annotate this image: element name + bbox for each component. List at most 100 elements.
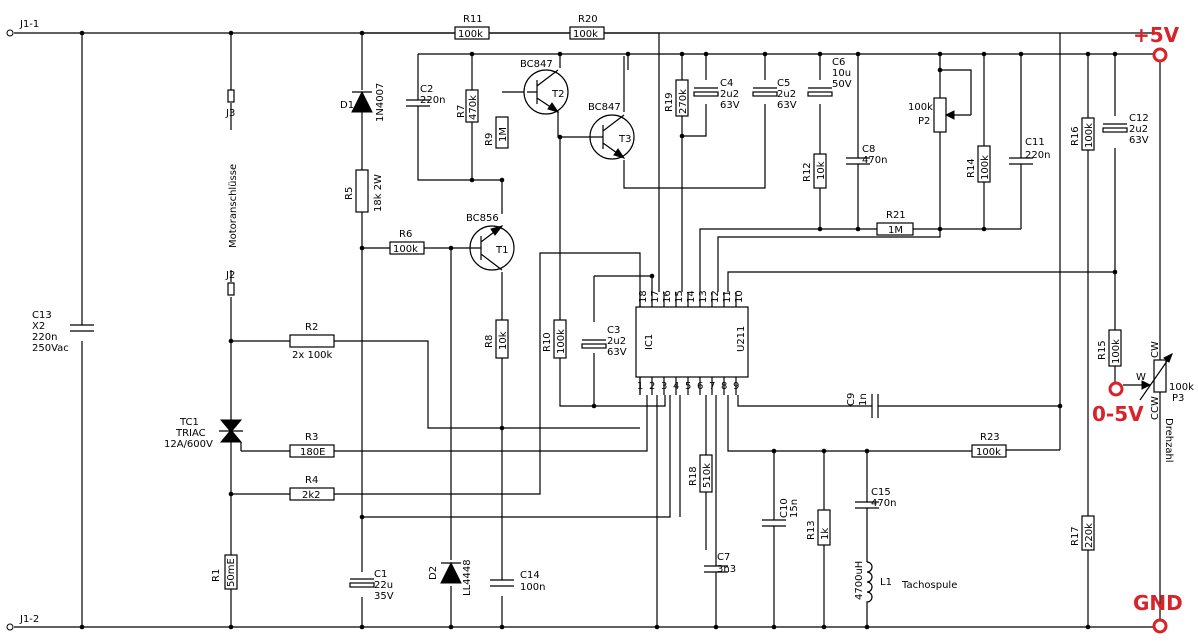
r6-name: R6 [399,229,412,240]
ic-u211: IC1 U211 18 17 16 15 14 13 12 11 10 1 2 … [635,290,749,395]
c11-name: C11 [1025,137,1045,148]
connector-j2: J2 [225,270,235,296]
ic1-pin-label: 15 [674,290,685,303]
resistor-r12: R12 10k [802,153,827,189]
capacitor-c4: C4 2u2 63V [693,78,740,111]
ic1-pin-label: 12 [710,290,721,303]
r9-name: R9 [484,133,495,146]
t2-name: T2 [551,89,564,100]
motor-connections-label: Motoranschlüsse [228,164,239,248]
r23-value: 100k [976,447,1001,458]
resistor-r15: R15 100k [1097,329,1122,367]
tc1-type: TRIAC [175,428,206,439]
ic1-pin-label: 8 [721,381,727,392]
connector-j3: J3 [225,89,235,119]
l1-name: L1 [880,577,892,588]
p3-name: P3 [1172,393,1184,404]
c11-value: 220n [1025,150,1050,161]
capacitor-c3: C3 2u2 63V [581,325,627,358]
junction-dots [79,30,1118,630]
r17-value: 220k [1084,523,1095,548]
r13-value: 1k [820,528,831,540]
plus5v-terminal [1152,47,1168,63]
c12-voltage: 63V [1129,135,1149,146]
r16-value: 100k [1084,123,1095,148]
gnd-terminal [1152,618,1168,634]
c13-name: C13 [32,310,52,321]
capacitor-c12: C12 2u2 63V [1102,113,1149,146]
c2-name: C2 [420,84,433,95]
c8-value: 470n [862,155,887,166]
c3-voltage: 63V [607,347,627,358]
c2-value: 220n [420,95,445,106]
ic1-bottom-pin-labels: 1 2 3 4 5 6 7 8 9 [637,381,739,392]
connector-j1-2-label: J1-2 [19,614,39,625]
resistor-r2: R2 2x 100k [289,322,335,361]
transistor-t2: BC847 T2 [520,59,569,115]
c3-name: C3 [607,325,620,336]
potentiometer-p3: CW CCW W 100k P3 Drehzahl [1136,341,1194,463]
resistor-r3: R3 180E [289,432,335,458]
ic1-pin-label: 17 [650,290,661,303]
r10-name: R10 [542,332,553,352]
control-input-terminal [1108,381,1124,397]
t1-type: BC856 [466,213,499,224]
r8-value: 10k [498,331,509,350]
p2-name: P2 [918,116,930,127]
tc1-rating: 12A/600V [164,439,213,450]
ic1-pin-label: 3 [661,381,667,392]
r16-name: R16 [1070,126,1081,146]
transistor-t1: BC856 T1 [466,213,515,271]
capacitor-c1: C1 22u 35V [349,569,394,602]
capacitor-c10: C10 15n [762,498,800,530]
resistor-r17: R17 220k [1070,515,1095,551]
r4-name: R4 [305,475,318,486]
r7-name: R7 [456,105,467,118]
c6-value: 10u [832,68,851,79]
gnd-label: GND [1133,591,1183,615]
r21-value: 1M [888,225,903,236]
ic1-pin-label: 1 [637,381,643,392]
ic1-pin-label: 18 [638,290,649,303]
d2-value: LL4448 [462,559,473,596]
resistor-r21: R21 1M [876,210,914,236]
d2-name: D2 [428,566,439,580]
resistor-r8: R8 10k [484,319,509,359]
r4-value: 2k2 [302,490,321,501]
c13-type: X2 [32,321,45,332]
p3-ccw: CCW [1150,396,1161,420]
ic1-pin-label: 6 [697,381,703,392]
diode-d1: D1 1N4007 [340,83,386,122]
control-input-label: 0-5V [1092,402,1144,426]
ic1-pin-label: 4 [673,381,679,392]
connector-j1-1: J1-1 [6,19,39,37]
c9-value: 1n [858,393,869,406]
c13-value: 220n [32,332,57,343]
capacitor-c14: C14 100n [490,570,545,593]
r14-value: 100k [980,155,991,180]
r12-name: R12 [802,162,813,182]
c7-name: C7 [717,552,730,563]
c9-name: C9 [846,393,857,406]
r7-value: 470k [468,95,479,120]
r11-value: 100k [458,29,483,40]
c15-value: 470n [871,498,896,509]
ic1-pin-label: 13 [698,290,709,303]
connector-j1-1-label: J1-1 [19,19,39,30]
r6-value: 100k [393,244,418,255]
ic1-pin-label: 14 [686,290,697,303]
resistor-r5: R5 18k 2W [344,169,384,213]
c5-voltage: 63V [777,100,797,111]
c12-name: C12 [1129,113,1149,124]
resistor-r4: R4 2k2 [289,475,335,501]
r3-name: R3 [305,432,318,443]
p2-value: 100k [908,102,933,113]
c10-value: 15n [789,499,800,518]
c6-name: C6 [832,57,845,68]
p3-cw: CW [1150,341,1161,358]
r2-name: R2 [305,322,318,333]
capacitor-c15: C15 470n [855,487,896,518]
resistor-r14: R14 100k [966,145,991,183]
c7-value: 3n3 [717,564,736,575]
connector-j3-label: J3 [225,108,235,119]
